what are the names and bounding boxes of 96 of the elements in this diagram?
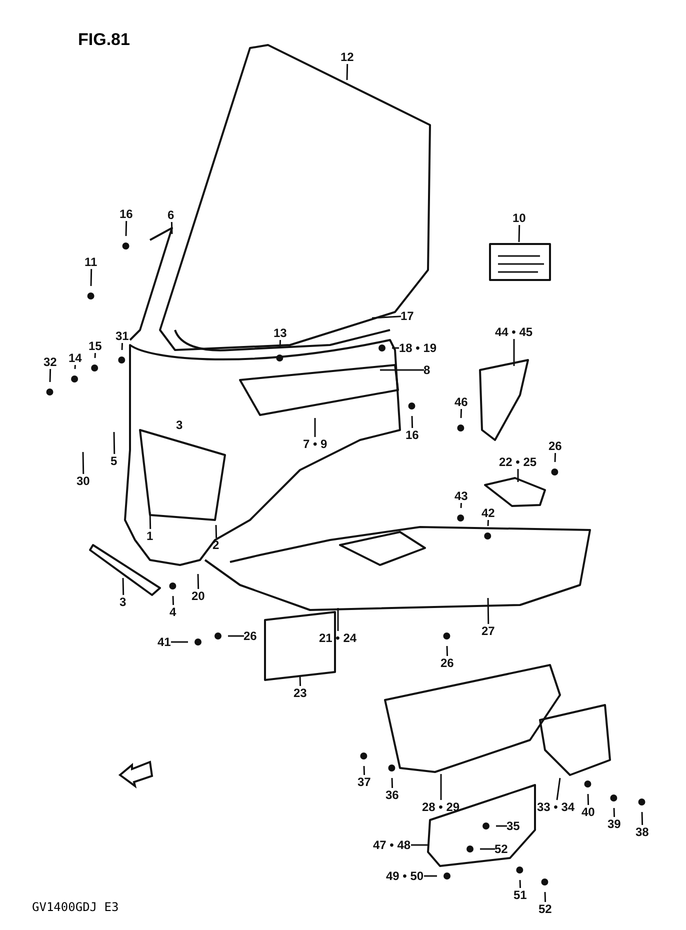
callout-number: 30 — [76, 474, 90, 488]
leader-line — [94, 352, 96, 358]
leader-line — [480, 848, 495, 850]
leader-line — [228, 635, 244, 637]
callout-number: 3 — [120, 595, 126, 609]
callout-number: 23 — [294, 686, 307, 700]
callout-number: 12 — [340, 50, 354, 64]
leader-line — [587, 794, 590, 806]
leader-line — [446, 646, 448, 656]
leader-line — [380, 369, 424, 371]
callout-number: 31 — [116, 329, 129, 343]
leader-line — [519, 880, 522, 888]
leader-line — [641, 812, 644, 826]
callout-number: 16 — [406, 428, 419, 442]
leader-line — [215, 524, 218, 538]
leader-line — [299, 676, 302, 686]
callout-number: 26 — [440, 656, 454, 670]
leader-line — [411, 416, 414, 428]
callout-number: 3 — [176, 418, 183, 432]
callout-number: 47 • 48 — [373, 838, 411, 852]
leader-line — [544, 892, 546, 902]
callout-number: 17 — [400, 309, 414, 323]
callout-number: 40 — [582, 805, 595, 819]
callout-number: 5 — [110, 454, 118, 468]
callout-number: 39 — [608, 817, 621, 831]
leader-line — [82, 452, 84, 474]
callout-number: 37 — [358, 775, 371, 789]
callout-number: 21 • 24 — [319, 631, 357, 645]
callout-number: 7 • 9 — [303, 437, 328, 451]
callout-number: 8 — [424, 363, 430, 377]
callout-number: 38 — [636, 825, 649, 839]
callout-number: 10 — [512, 211, 526, 225]
callout-number: 1 — [146, 529, 154, 543]
leader-line — [554, 452, 556, 462]
callout-number: 33 • 34 — [537, 800, 575, 814]
callout-number: 44 • 45 — [495, 325, 533, 339]
callout-number: 18 • 19 — [399, 341, 437, 355]
leader-line — [113, 432, 116, 454]
callout-number: 20 — [192, 589, 205, 603]
callout-number: 32 — [44, 355, 57, 369]
callout-number: 15 — [88, 339, 102, 353]
model-code: GV1400GDJ E3 — [32, 900, 119, 914]
leader-line — [391, 778, 394, 788]
callout-number: 51 — [514, 888, 527, 902]
leader-line — [49, 368, 52, 382]
callout-number: 6 — [168, 208, 174, 222]
leader-line — [487, 520, 489, 526]
leader-line — [121, 342, 123, 350]
leader-line — [74, 364, 76, 370]
leader-line — [613, 808, 616, 818]
leader-line — [440, 774, 442, 800]
callout-number: 35 — [506, 819, 520, 833]
leader-line — [518, 224, 520, 242]
leader-line — [172, 596, 174, 606]
callout-number: 52 — [538, 902, 552, 916]
leader-line — [487, 598, 490, 624]
leader-line — [314, 418, 316, 437]
callout-number: 4 — [170, 605, 176, 619]
leader-line — [513, 339, 515, 366]
figure-title: FIG.81 — [78, 30, 130, 50]
callout-number: 41 — [158, 635, 171, 649]
leader-line — [496, 825, 507, 827]
callout-number: 52 — [494, 842, 508, 856]
leader-line — [122, 578, 124, 596]
leader-line — [171, 641, 188, 643]
leader-line — [424, 875, 437, 877]
callout-number: 16 — [120, 207, 133, 221]
leader-line — [460, 408, 462, 418]
leader-line — [279, 340, 282, 348]
leader-line — [346, 64, 348, 80]
leader-line — [556, 778, 561, 800]
leader-line — [392, 347, 399, 349]
callout-number: 43 — [454, 489, 468, 503]
leader-line — [170, 222, 173, 234]
leader-line — [372, 316, 402, 319]
leader-line — [337, 608, 339, 631]
leader-line — [149, 512, 152, 530]
callout-number: 11 — [84, 255, 98, 269]
callout-number: 28 • 29 — [422, 800, 460, 814]
leader-line — [411, 844, 428, 846]
callout-number: 46 — [454, 395, 468, 409]
callout-number: 26 — [244, 629, 257, 643]
callout-number: 22 • 25 — [499, 455, 537, 469]
leader-line — [517, 469, 519, 482]
leader-line — [90, 268, 92, 286]
callout-number: 36 — [386, 788, 399, 802]
callout-number: 13 — [274, 326, 287, 340]
leader-line — [460, 502, 462, 508]
callout-number: 14 — [68, 351, 82, 365]
leader-line — [363, 766, 366, 776]
callout-number: 42 — [482, 506, 495, 520]
callout-number: 27 — [482, 624, 495, 638]
leader-line — [197, 574, 200, 590]
callout-number: 26 — [548, 439, 562, 453]
leader-line — [125, 220, 128, 236]
callout-number: 49 • 50 — [386, 869, 424, 883]
